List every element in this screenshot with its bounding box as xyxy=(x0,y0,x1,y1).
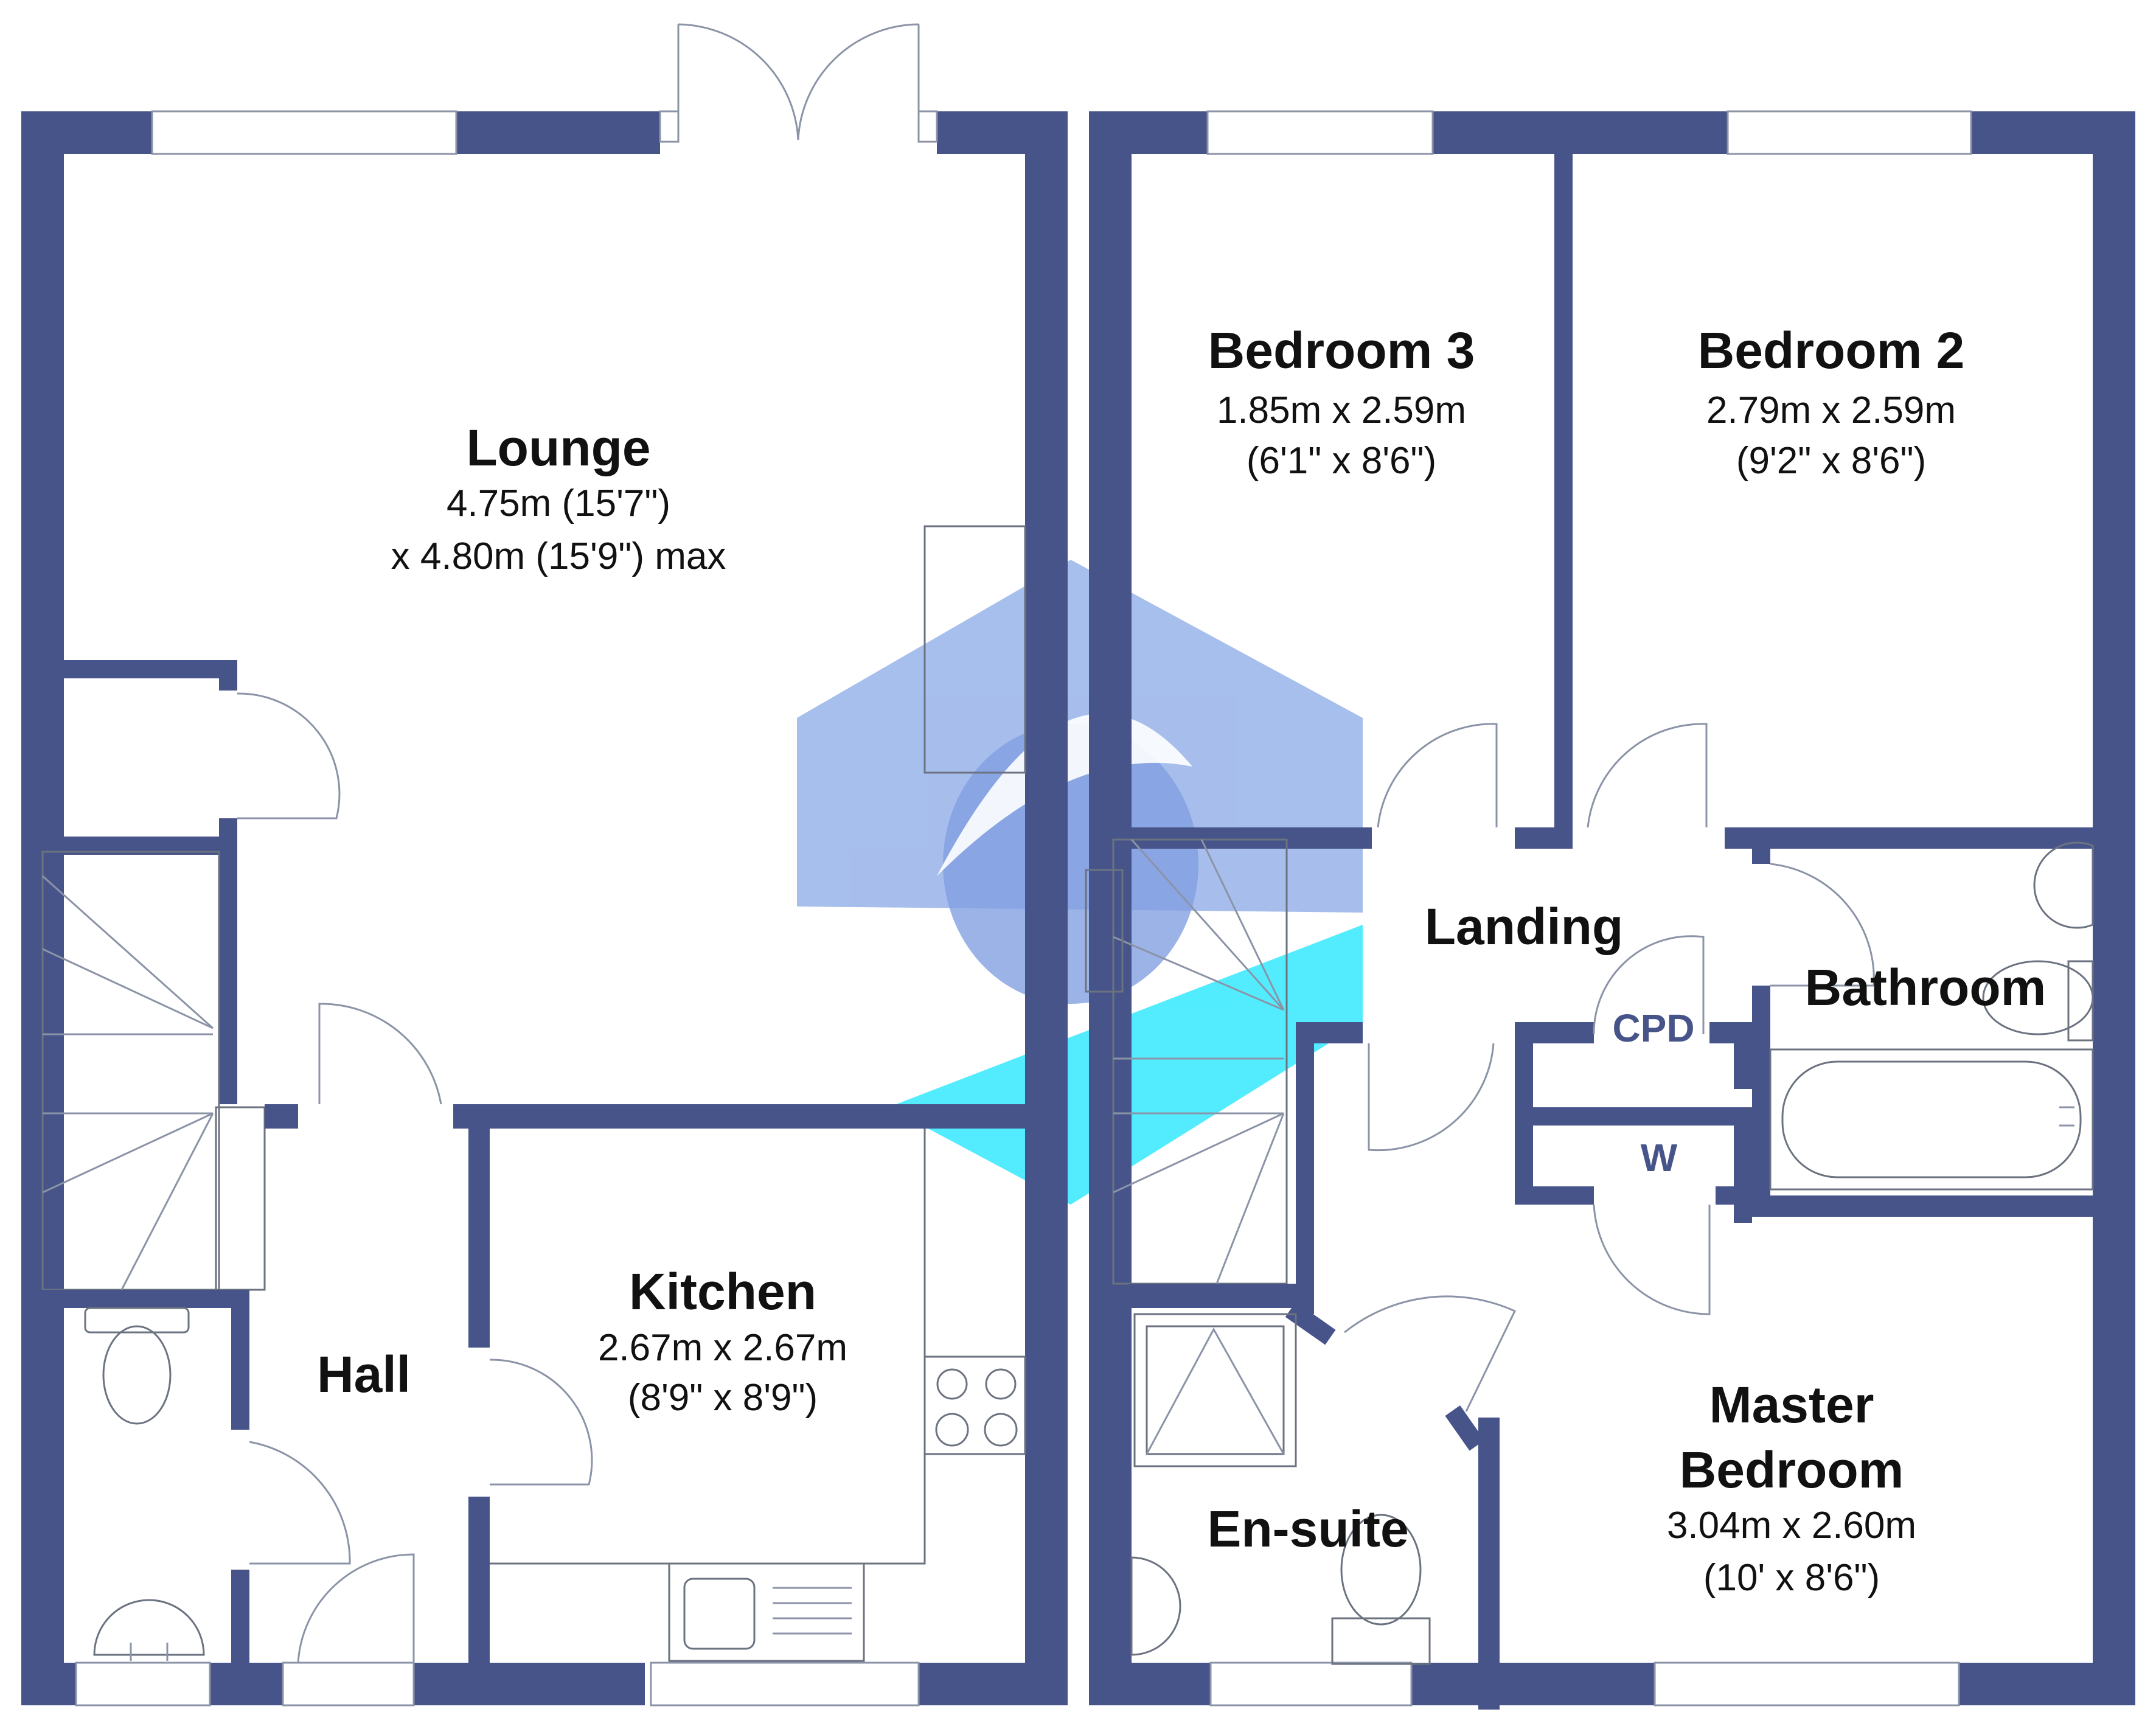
w-door xyxy=(1593,1204,1711,1315)
cpd-name: CPD xyxy=(1612,1006,1694,1050)
bedroom2-door xyxy=(1587,723,1708,828)
kitchen-units xyxy=(490,1129,1026,1662)
kitchen-dim2: (8'9" x 8'9") xyxy=(628,1377,818,1419)
ground-floor xyxy=(21,23,1068,1707)
bedroom2-name: Bedroom 2 xyxy=(1698,322,1965,379)
room-labels: Lounge 4.75m (15'7") x 4.80m (15'9") max… xyxy=(317,322,2046,1599)
landing-name: Landing xyxy=(1425,898,1624,955)
master-name1: Master xyxy=(1709,1376,1874,1433)
kitchen-door xyxy=(489,1359,593,1486)
master-name2: Bedroom xyxy=(1680,1441,1904,1498)
hall-name: Hall xyxy=(317,1346,411,1403)
master-dim2: (10' x 8'6") xyxy=(1703,1557,1880,1599)
lounge-unit xyxy=(923,525,1026,774)
first-floor xyxy=(1085,110,2135,1710)
lounge-name: Lounge xyxy=(466,419,650,476)
bathroom-toilet-icon xyxy=(1982,960,2094,1042)
bedroom3-name: Bedroom 3 xyxy=(1208,322,1475,379)
w-name: W xyxy=(1641,1136,1678,1180)
cupboard-door xyxy=(237,692,341,819)
basin-icon xyxy=(93,1599,205,1661)
bedroom3-door xyxy=(1377,723,1498,828)
bathroom-name: Bathroom xyxy=(1805,959,2046,1016)
master-dim1: 3.04m x 2.60m xyxy=(1667,1505,1916,1547)
bath-icon xyxy=(1769,1048,2094,1191)
window xyxy=(151,110,457,155)
window xyxy=(1206,110,1434,155)
ensuite-name: En-suite xyxy=(1207,1500,1408,1557)
cpd-door xyxy=(1593,935,1705,1035)
bathroom-door xyxy=(1770,863,1875,987)
landing-door xyxy=(1368,1043,1495,1152)
bathroom-basin-icon xyxy=(2033,841,2094,929)
bedroom3-dim2: (6'1" x 8'6") xyxy=(1247,440,1436,482)
lounge-dim2: x 4.80m (15'9") max xyxy=(391,535,726,577)
bedroom3-dim1: 1.85m x 2.59m xyxy=(1217,389,1466,431)
hall-door xyxy=(318,1003,442,1105)
ensuite-toilet-icon xyxy=(1331,1514,1431,1665)
window xyxy=(1727,110,1972,155)
wc-door xyxy=(249,1441,351,1565)
lounge-dim1: 4.75m (15'7") xyxy=(447,482,670,524)
bedroom2-dim1: 2.79m x 2.59m xyxy=(1706,389,1956,431)
kitchen-dim1: 2.67m x 2.67m xyxy=(598,1327,847,1369)
front-door xyxy=(297,1553,415,1663)
shower-icon xyxy=(1133,1313,1297,1467)
french-door xyxy=(677,23,920,141)
kitchen-name: Kitchen xyxy=(629,1263,816,1320)
ensuite-door xyxy=(1344,1295,1517,1412)
toilet-icon xyxy=(84,1307,190,1425)
ensuite-basin-icon xyxy=(1130,1556,1181,1656)
bedroom2-dim2: (9'2" x 8'6") xyxy=(1736,440,1926,482)
